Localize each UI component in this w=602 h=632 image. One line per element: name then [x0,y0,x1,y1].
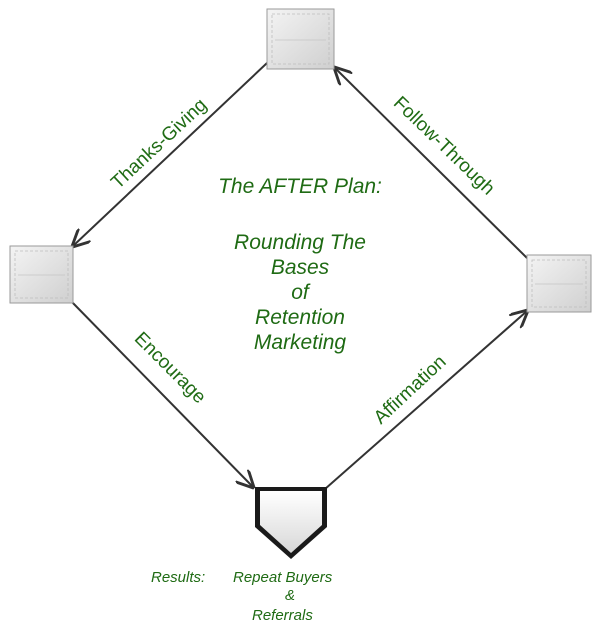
plan-title: The AFTER Plan: [218,175,382,198]
plan-subtitle: Rounding The Bases of Retention Marketin… [190,230,410,355]
home-plate-icon [255,487,327,559]
path-third-to-home [69,299,253,487]
subtitle-line: Retention [255,306,345,329]
path-home-to-first [324,311,527,490]
results-line-3: Referrals [252,607,313,624]
path-first-to-second [335,68,528,259]
subtitle-line: Bases [270,256,330,279]
third-base-icon [9,245,74,304]
second-base-icon [266,8,335,70]
results-line-2: & [285,587,296,604]
subtitle-line: Marketing [253,331,347,354]
first-base-icon [526,254,592,313]
path-second-to-third [73,62,268,246]
subtitle-line: Rounding The [234,231,366,254]
results-label: Results: [151,569,206,586]
subtitle-line: of [291,281,309,304]
results-line-1: Repeat Buyers [233,569,333,586]
